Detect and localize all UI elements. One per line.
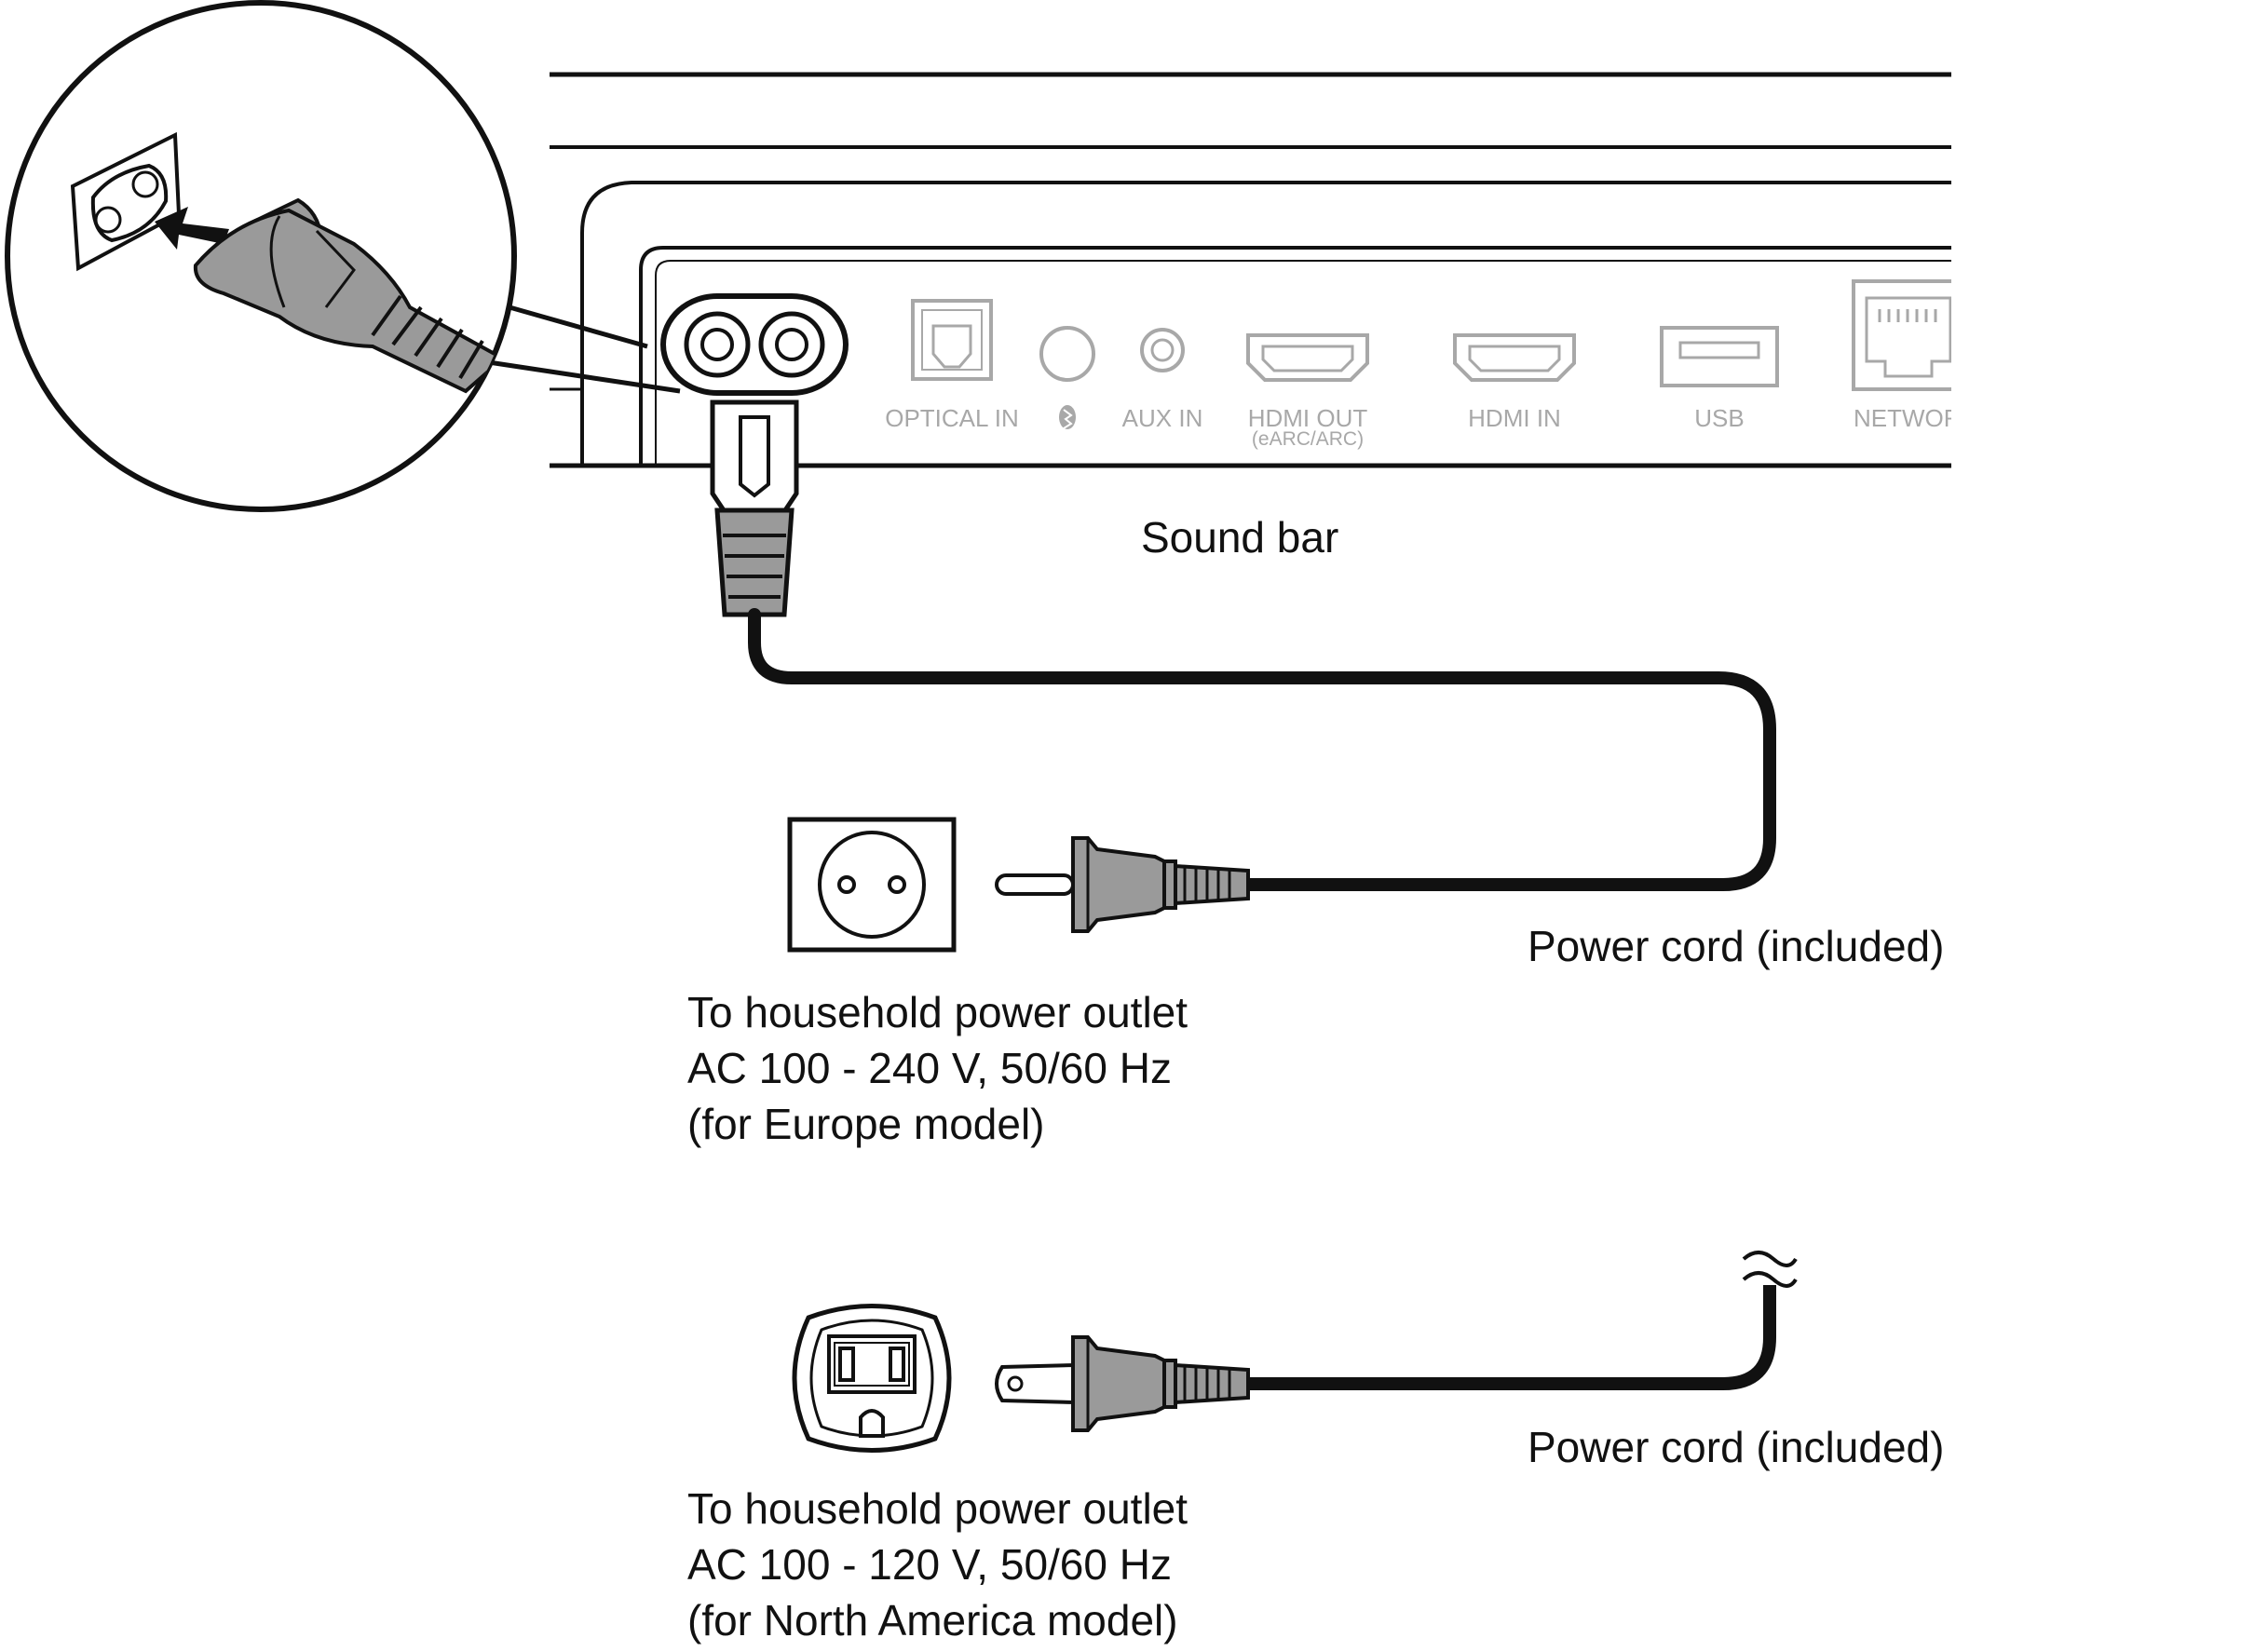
europe-outlet-line3: (for Europe model) — [687, 1100, 1045, 1148]
na-outlet-line2: AC 100 - 120 V, 50/60 Hz — [687, 1540, 1172, 1589]
aux-in-label: AUX IN — [1122, 404, 1203, 432]
hdmi-out-port — [1246, 333, 1369, 382]
north-america-outlet — [792, 1304, 952, 1453]
power-cord-na — [1243, 1285, 1776, 1390]
hdmi-in-label: HDMI IN — [1468, 404, 1561, 432]
europe-outlet-line2: AC 100 - 240 V, 50/60 Hz — [687, 1044, 1172, 1092]
insert-arrow-icon — [155, 207, 229, 250]
na-cord-label: Power cord (included) — [1528, 1423, 1944, 1471]
bluetooth-port — [1039, 326, 1095, 382]
aux-in-port — [1140, 328, 1185, 372]
sound-bar: OPTICAL IN AUX IN HDMI OUT (eARC/ARC) HD… — [550, 72, 1978, 468]
hdmi-out-label: HDMI OUT — [1248, 404, 1368, 432]
na-outlet-line3: (for North America model) — [687, 1596, 1178, 1644]
bluetooth-icon — [1059, 405, 1076, 429]
north-america-plug — [995, 1335, 1250, 1432]
figure8-plug — [193, 197, 507, 394]
optical-in-label: OPTICAL IN — [885, 404, 1019, 432]
na-outlet-line1: To household power outlet — [687, 1484, 1188, 1533]
europe-outlet-line1: To household power outlet — [687, 988, 1188, 1036]
europe-plug — [995, 836, 1250, 933]
power-cord-main — [748, 608, 1776, 891]
europe-cord-label: Power cord (included) — [1528, 922, 1944, 970]
zoom-callout — [5, 0, 681, 512]
usb-port — [1660, 326, 1779, 387]
hdmi-in-port — [1453, 333, 1576, 382]
europe-outlet — [787, 817, 957, 953]
network-label: NETWORK — [1854, 404, 1978, 432]
ac-inlet — [660, 293, 849, 396]
network-port — [1852, 279, 1951, 391]
break-mark-icon — [1742, 1251, 1798, 1288]
hdmi-out-sublabel: (eARC/ARC) — [1252, 428, 1364, 450]
sound-bar-label: Sound bar — [1141, 513, 1338, 562]
optical-in-port — [911, 299, 993, 381]
iec-plug — [710, 399, 799, 617]
usb-label: USB — [1694, 404, 1744, 432]
